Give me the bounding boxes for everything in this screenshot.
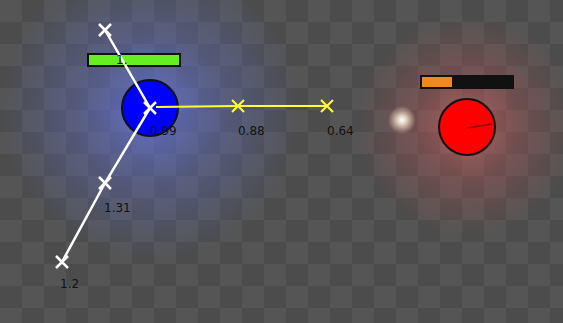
enemy-circle [439,99,495,155]
path-value: 1.31 [104,201,131,215]
path-value: 0.99 [150,124,177,138]
blue-glow [0,0,300,260]
path-value: 0.64 [327,124,354,138]
direction-tick [467,124,492,128]
light-spark [388,106,416,134]
health-bar [422,77,452,87]
path-value: 0.88 [238,124,265,138]
path-yellow [156,100,333,112]
health-bar-bg [421,76,513,88]
health-bar [88,54,180,66]
bar-value: 1. [116,53,127,67]
path-white [56,24,156,268]
red-glow [357,16,563,236]
path-value: 1.2 [60,277,79,291]
